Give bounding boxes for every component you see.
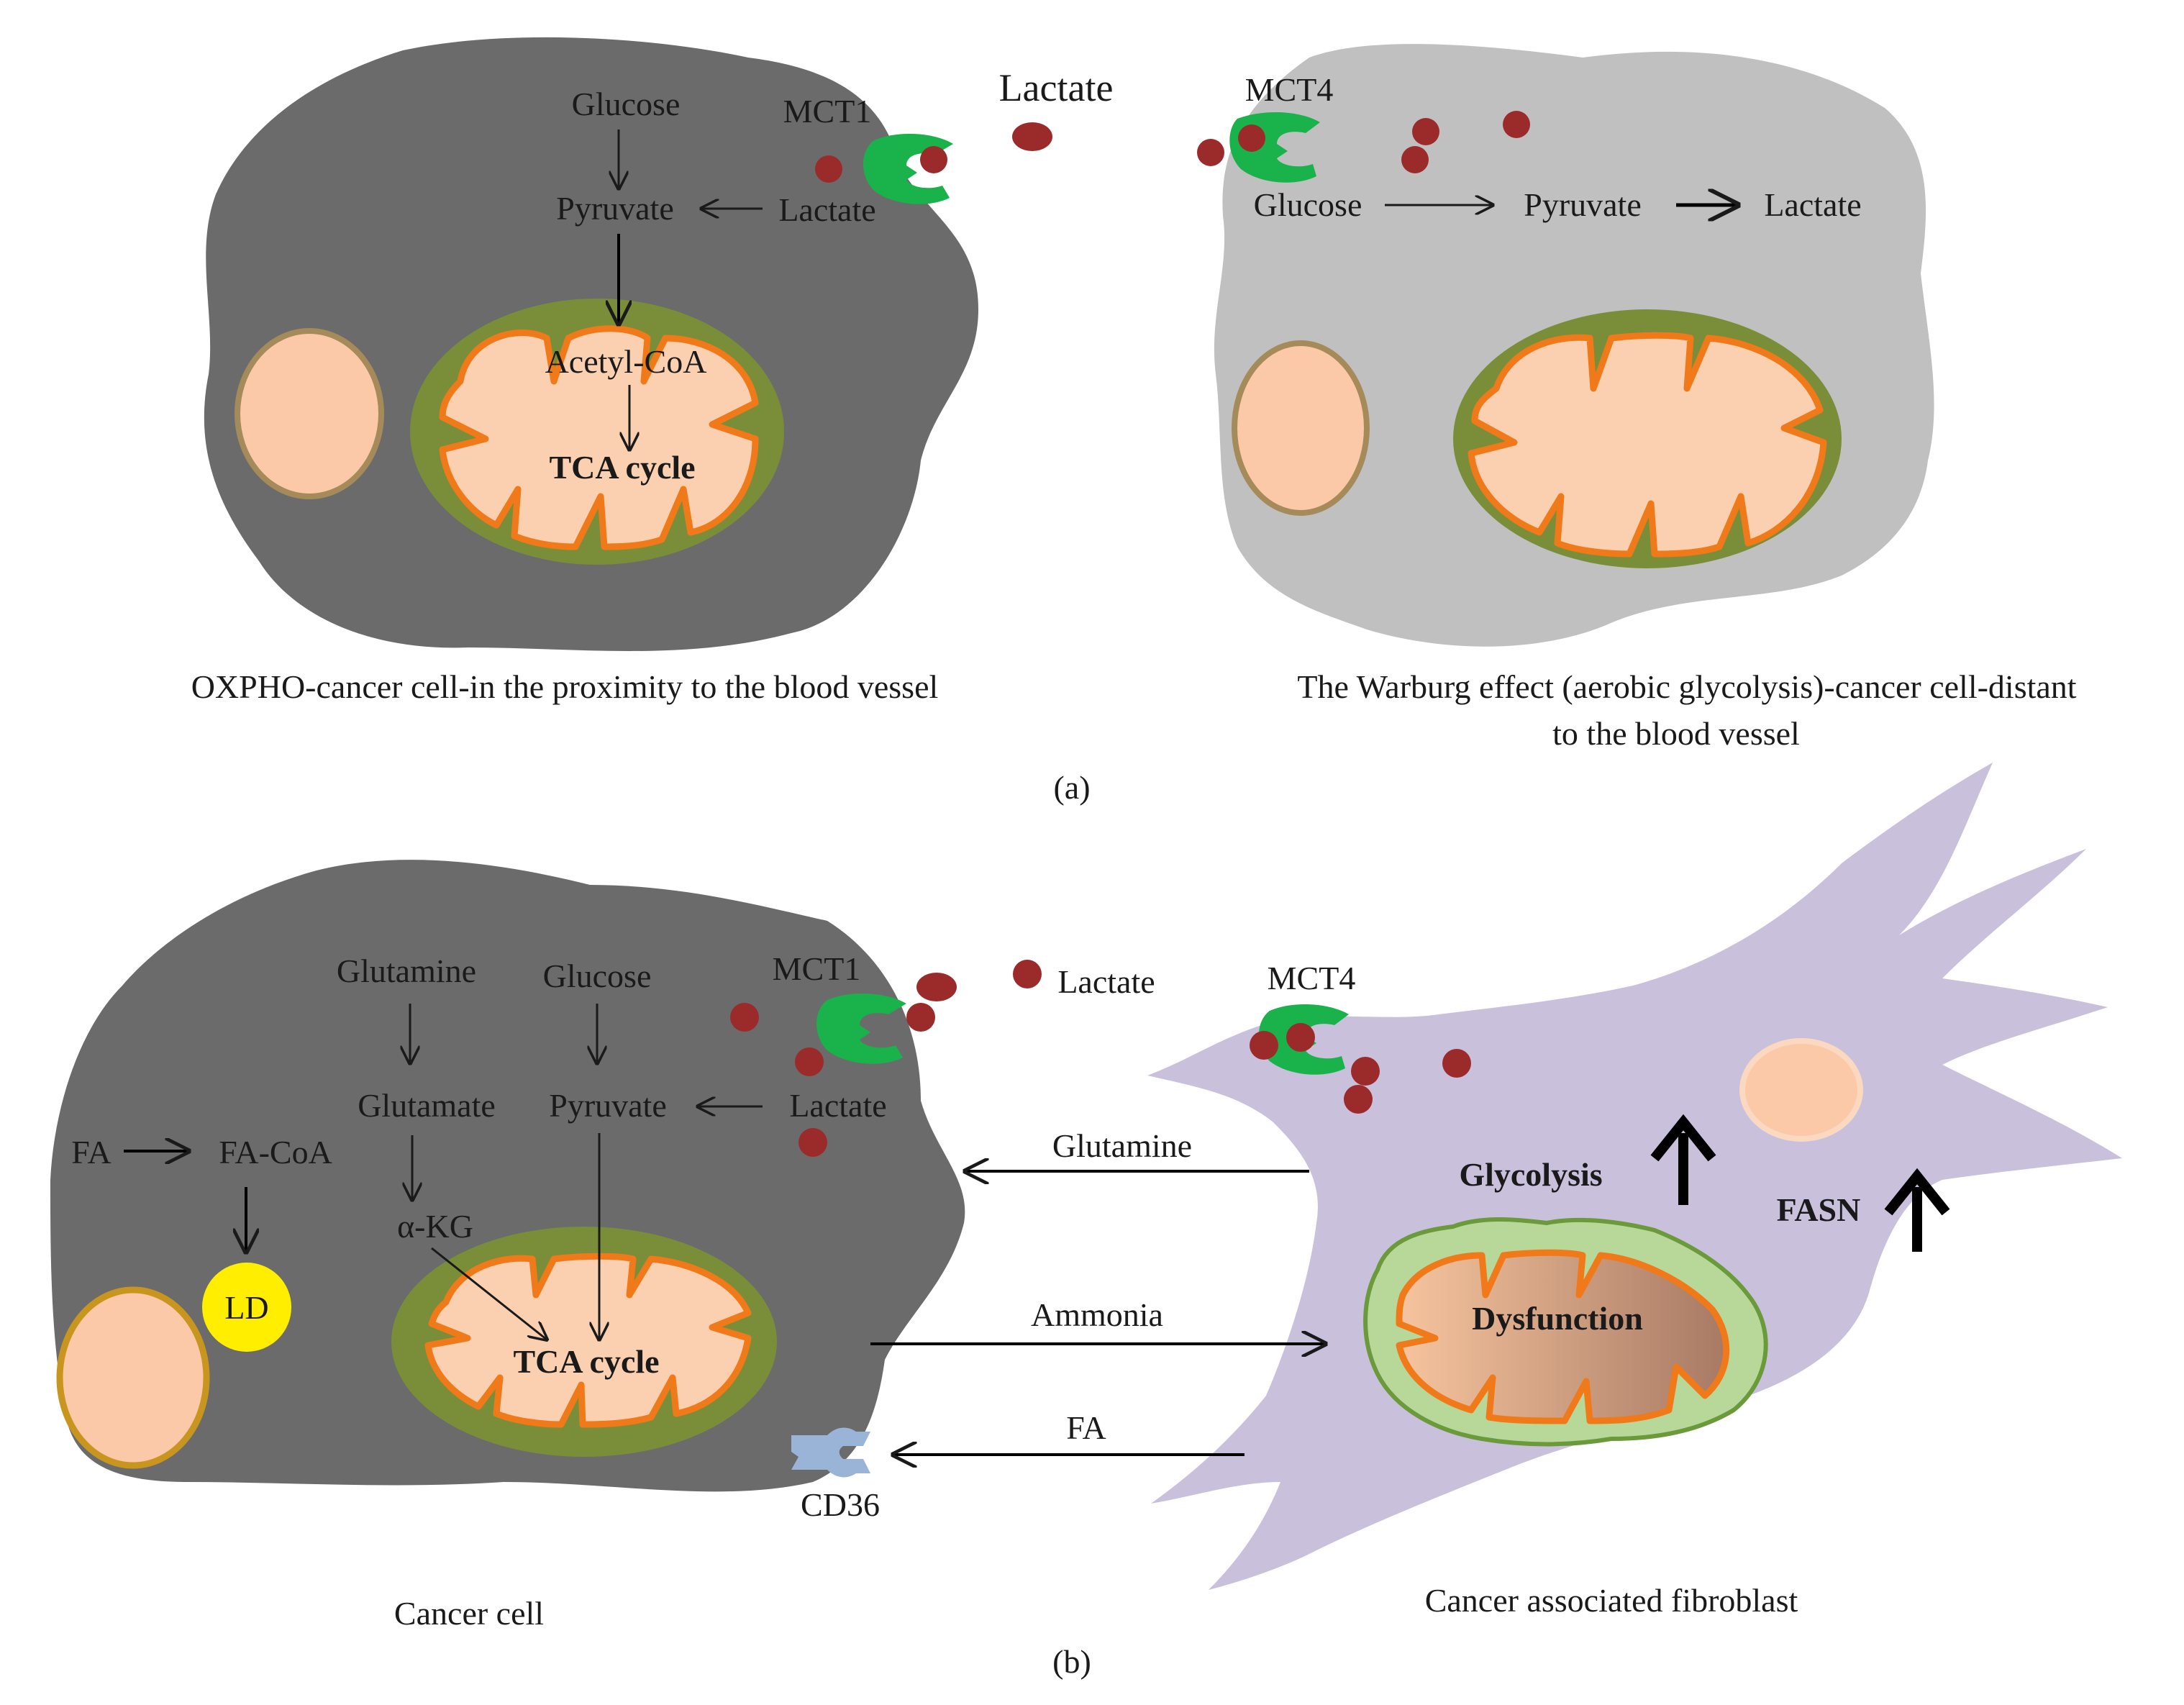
dysfunction-label: Dysfunction [1472, 1300, 1643, 1337]
lactate-molecule [916, 973, 957, 1001]
tca-cycle-label: TCA cycle [549, 449, 695, 486]
mct1-transporter-icon [816, 993, 906, 1064]
nucleus [1232, 340, 1370, 516]
lactate-label-inner: Lactate [789, 1087, 886, 1124]
mct4-label: MCT4 [1268, 960, 1356, 996]
fibroblast-nucleus [1739, 1038, 1863, 1142]
lactate-molecule [920, 146, 947, 173]
fa-arrow-label: FA [1066, 1409, 1106, 1446]
dysfunctional-mitochondrion-inner [1396, 1249, 1730, 1424]
lactate-molecule [1344, 1085, 1373, 1114]
caption-warburg-cell-line2: to the blood vessel [1552, 715, 1800, 752]
nucleus [56, 1286, 210, 1469]
lactate-molecule [1238, 124, 1265, 152]
ld-label: LD [224, 1289, 268, 1326]
pyruvate-label: Pyruvate [549, 1087, 667, 1124]
lipid-droplet [202, 1263, 291, 1352]
cd36-label: CD36 [801, 1486, 880, 1523]
lactate-molecule [1286, 1023, 1315, 1052]
caption-warburg-cell-line1: The Warburg effect (aerobic glycolysis)-… [1297, 668, 2076, 705]
fasn-up-arrowhead [1884, 1168, 1950, 1216]
lactate-molecule [906, 1003, 935, 1032]
lactate-out-label: Lactate [1057, 963, 1155, 1000]
lactate-molecule [1401, 146, 1429, 173]
lactate-molecule [1351, 1057, 1380, 1086]
glucose-label: Glucose [1254, 186, 1362, 223]
fasn-label: FASN [1777, 1191, 1861, 1228]
lactate-molecule [730, 1003, 759, 1032]
pyruvate-label: Pyruvate [1524, 186, 1642, 223]
lactate-label: Lactate [1764, 186, 1861, 223]
glucose-label: Glucose [543, 958, 652, 994]
lactate-molecule [1503, 111, 1530, 138]
mct1-label: MCT1 [773, 950, 861, 987]
glucose-label: Glucose [572, 86, 681, 122]
arrow-akg-tca [431, 1247, 547, 1340]
panel-label-a: (a) [1053, 769, 1090, 806]
lactate-molecule [1412, 118, 1439, 145]
acetyl-coa-label: Acetyl-CoA [545, 343, 707, 380]
lactate-molecule [1250, 1031, 1278, 1060]
alpha-kg-label: α-KG [397, 1208, 473, 1245]
glycolysis-up-arrowhead [1650, 1114, 1716, 1162]
mitochondrion-inner [439, 325, 759, 550]
lactate-molecule [795, 1047, 824, 1076]
lactate-label-inner: Lactate [778, 191, 875, 228]
nucleus [235, 328, 384, 499]
pyruvate-label: Pyruvate [556, 190, 674, 227]
glutamine-arrow-label: Glutamine [1052, 1127, 1192, 1164]
fa-coa-label: FA-CoA [219, 1134, 332, 1170]
ammonia-arrow-label: Ammonia [1031, 1296, 1163, 1333]
lactate-middle-label: Lactate [999, 66, 1114, 109]
mitochondrion-inner [424, 1252, 752, 1428]
mct1-label: MCT1 [783, 93, 872, 129]
tca-cycle-label: TCA cycle [513, 1343, 659, 1380]
lactate-molecule [1197, 139, 1224, 166]
cd36-receptor-icon [791, 1427, 870, 1478]
lactate-molecule [815, 155, 842, 183]
glycolysis-label: Glycolysis [1459, 1156, 1602, 1193]
mct4-label: MCT4 [1245, 71, 1334, 108]
glutamine-label: Glutamine [337, 952, 476, 989]
lactate-molecule [798, 1128, 827, 1157]
fa-label: FA [71, 1134, 111, 1170]
lactate-molecule [1442, 1049, 1471, 1078]
cancer-associated-fibroblast [1147, 763, 2122, 1590]
lactate-molecule [1013, 960, 1042, 988]
glutamate-label: Glutamate [358, 1087, 496, 1124]
caption-fibroblast: Cancer associated fibroblast [1425, 1582, 1798, 1619]
caption-oxpho-cell: OXPHO-cancer cell-in the proximity to th… [191, 668, 939, 705]
caption-cancer-cell: Cancer cell [394, 1595, 544, 1632]
panel-label-b: (b) [1052, 1643, 1091, 1680]
mitochondrion-inner [1468, 332, 1827, 558]
lactate-molecule [1012, 122, 1052, 151]
